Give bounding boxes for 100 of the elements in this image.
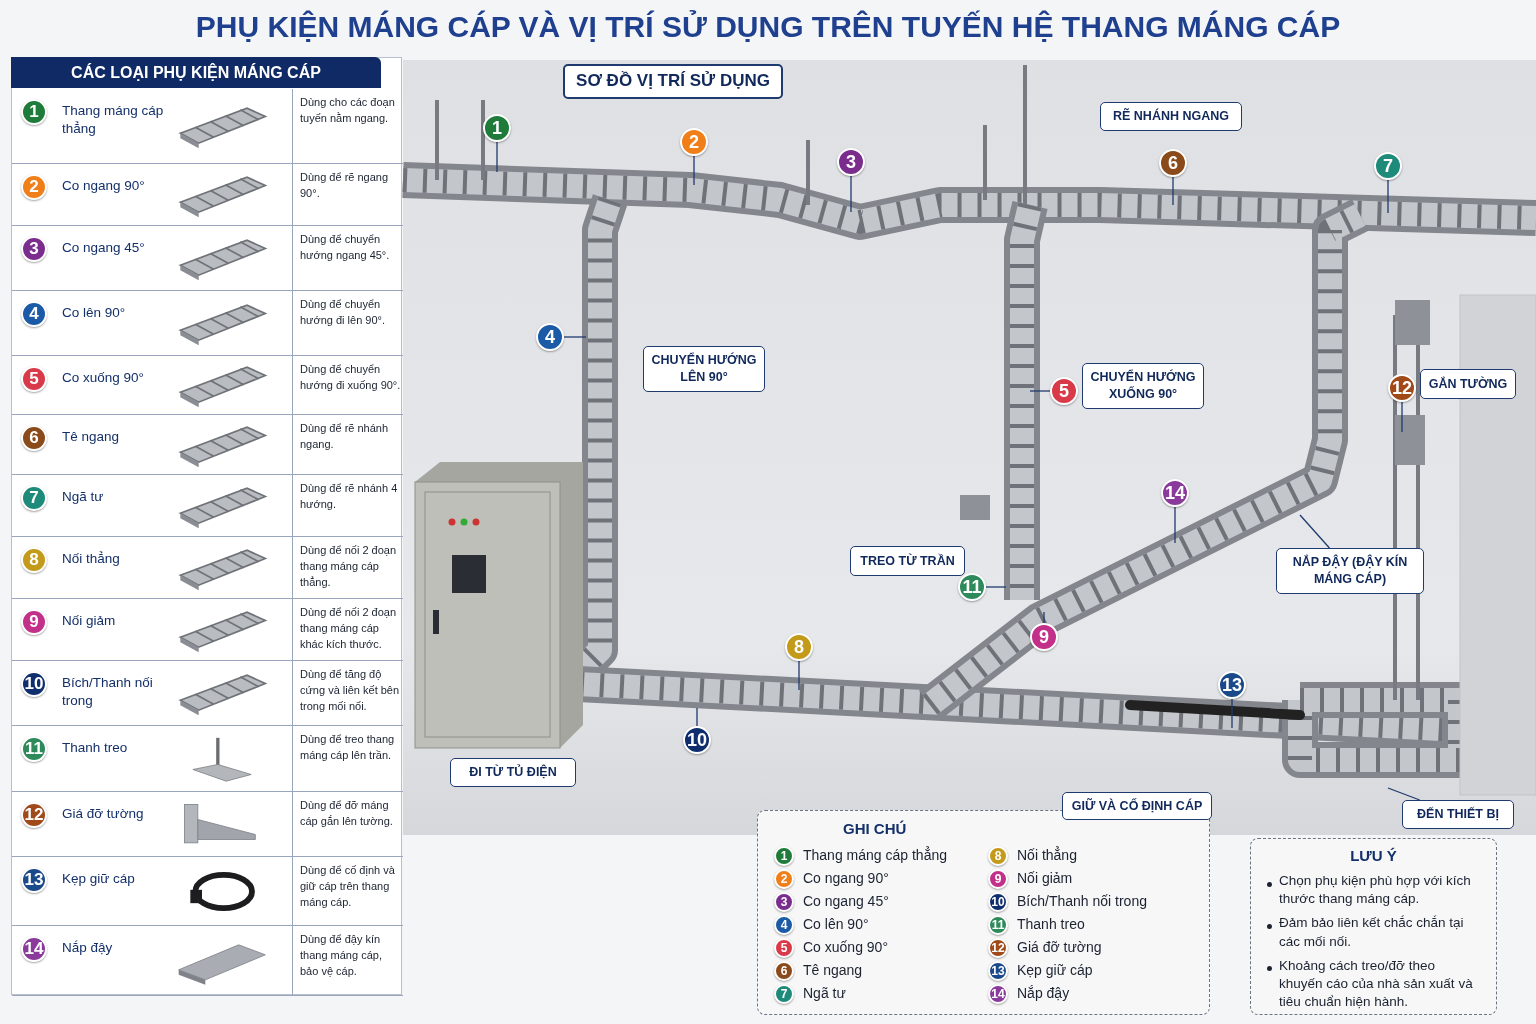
part-description: Dùng để cố định và giữ cáp trên thang máng cáp. xyxy=(300,863,396,910)
part-name: Nắp đậy xyxy=(62,939,114,957)
callout-number: 12 xyxy=(21,802,47,828)
callout-number: 9 xyxy=(21,609,47,635)
callout-label: NẮP ĐẬY (ĐẬY KÍN MÁNG CÁP) xyxy=(1276,548,1424,594)
leader-line xyxy=(1387,787,1421,801)
note-panel xyxy=(1250,838,1497,1015)
part-name: Co ngang 90° xyxy=(62,177,146,195)
callout-label: RẼ NHÁNH NGANG xyxy=(1100,102,1242,131)
leader-line xyxy=(850,175,852,213)
table-heading: CÁC LOẠI PHỤ KIỆN MÁNG CÁP xyxy=(11,57,381,88)
panel-heading: LƯU Ý xyxy=(1349,847,1398,864)
part-name: Bích/Thanh nối trong xyxy=(62,674,154,711)
callout-number: 14 xyxy=(988,984,1008,1004)
callout-label: ĐI TỪ TỦ ĐIỆN xyxy=(450,758,576,787)
callout-number: 14 xyxy=(21,936,47,962)
table-row xyxy=(12,89,403,164)
leader-line xyxy=(1029,390,1051,392)
item-label: Nối giảm xyxy=(1017,870,1073,886)
table-row xyxy=(12,792,403,857)
leader-line xyxy=(1043,611,1045,624)
page-title: PHỤ KIỆN MÁNG CÁP VÀ VỊ TRÍ SỬ DỤNG TRÊN TUYẾN HỆ THANG MÁNG CÁP xyxy=(194,10,1342,44)
part-name: Co ngang 45° xyxy=(62,239,146,257)
leader-line xyxy=(696,707,698,727)
part-name: Ngã tư xyxy=(62,488,105,506)
table-row xyxy=(12,415,403,475)
callout-number: 2 xyxy=(21,174,47,200)
callout-number: 8 xyxy=(988,846,1008,866)
leader-line xyxy=(1401,401,1403,433)
part-description: Dùng để rẽ ngang 90°. xyxy=(300,170,390,201)
part-description: Dùng để nối 2 đoạn thang máng cáp thẳng. xyxy=(300,543,398,590)
part-name: Thanh treo xyxy=(62,739,129,757)
panel-heading: GHI CHÚ xyxy=(843,820,907,837)
callout-number: 11 xyxy=(21,736,47,762)
callout-label: GIỮ VÀ CỐ ĐỊNH CÁP xyxy=(1062,792,1212,820)
part-description: Dùng để đậy kín thang máng cáp, bảo vệ cáp. xyxy=(300,932,383,979)
part-description: Dùng cho các đoạn tuyến nằm ngang. xyxy=(300,95,396,126)
bullet-item: Đảm bảo liên kết chắc chắn tại các mối nối. xyxy=(1279,914,1465,951)
table-row xyxy=(12,857,403,926)
part-name: Giá đỡ tường xyxy=(62,805,145,823)
item-label: Nắp đậy xyxy=(1017,985,1070,1001)
callout-number: 11 xyxy=(988,915,1008,935)
leader-line xyxy=(496,141,498,173)
item-label: Co lên 90° xyxy=(803,916,869,932)
leader-line xyxy=(693,155,695,186)
part-description: Dùng để treo thang máng cáp lên trần. xyxy=(300,732,396,763)
table-row xyxy=(12,599,403,661)
table-row xyxy=(12,726,403,792)
leader-line xyxy=(1172,176,1174,206)
leader-line xyxy=(1231,698,1233,729)
part-name: Co xuống 90° xyxy=(62,369,145,387)
part-name: Nối giảm xyxy=(62,612,117,630)
item-label: Ngã tư xyxy=(803,985,846,1001)
callout-number: 13 xyxy=(21,867,47,893)
callout-number: 6 xyxy=(21,425,47,451)
callout-number: 1 xyxy=(774,846,794,866)
leader-line xyxy=(563,336,587,338)
leader-line xyxy=(1174,506,1176,544)
callout-label: CHUYỂN HƯỚNG XUỐNG 90° xyxy=(1082,363,1204,409)
callout-number: 13 xyxy=(988,961,1008,981)
callout-label: GẮN TƯỜNG xyxy=(1420,369,1516,399)
callout-number: 3 xyxy=(21,236,47,262)
table-row xyxy=(12,475,403,537)
table-panel xyxy=(11,57,402,995)
part-name: Nối thẳng xyxy=(62,550,121,568)
bullet-item: Khoảng cách treo/đỡ theo khuyến cáo của nhà sản xuất và tiêu chuẩn hiện hành. xyxy=(1279,956,1474,1012)
callout-number: 5 xyxy=(21,366,47,392)
part-name: Thang máng cáp thẳng xyxy=(62,102,165,139)
callout-number: 4 xyxy=(21,301,47,327)
table-row xyxy=(12,537,403,599)
callout-number: 10 xyxy=(21,671,47,697)
callout-number: 7 xyxy=(21,485,47,511)
part-name: Co lên 90° xyxy=(62,304,127,322)
table-row xyxy=(12,291,403,356)
leader-line xyxy=(1387,179,1389,214)
table-row xyxy=(12,926,403,996)
leader-line xyxy=(798,660,800,691)
item-label: Co ngang 90° xyxy=(803,870,889,886)
part-description: Dùng để nối 2 đoạn thang máng cáp khác kích thước. xyxy=(300,605,398,652)
part-description: Dùng để rẽ nhánh ngang. xyxy=(300,421,390,452)
item-label: Thanh treo xyxy=(1017,916,1085,932)
part-name: Tê ngang xyxy=(62,428,121,446)
leader-line xyxy=(985,586,1007,588)
callout-number: 5 xyxy=(774,938,794,958)
part-description: Dùng để chuyển hướng đi lên 90°. xyxy=(300,297,387,328)
callout-number: 12 xyxy=(988,938,1008,958)
callout-number: 4 xyxy=(774,915,794,935)
item-label: Tê ngang xyxy=(803,962,863,978)
table-row xyxy=(12,226,403,291)
table-row xyxy=(12,661,403,726)
item-label: Co xuống 90° xyxy=(803,939,888,955)
part-name: Kẹp giữ cáp xyxy=(62,870,136,888)
part-description: Dùng để chuyển hướng ngang 45°. xyxy=(300,232,391,263)
callout-number: 9 xyxy=(988,869,1008,889)
callout-label: TREO TỪ TRẦN xyxy=(850,546,965,576)
item-label: Thang máng cáp thẳng xyxy=(803,847,947,863)
callout-number: 10 xyxy=(988,892,1008,912)
callout-number: 7 xyxy=(774,984,794,1004)
table-row xyxy=(12,356,403,415)
callout-number: 1 xyxy=(21,99,47,125)
